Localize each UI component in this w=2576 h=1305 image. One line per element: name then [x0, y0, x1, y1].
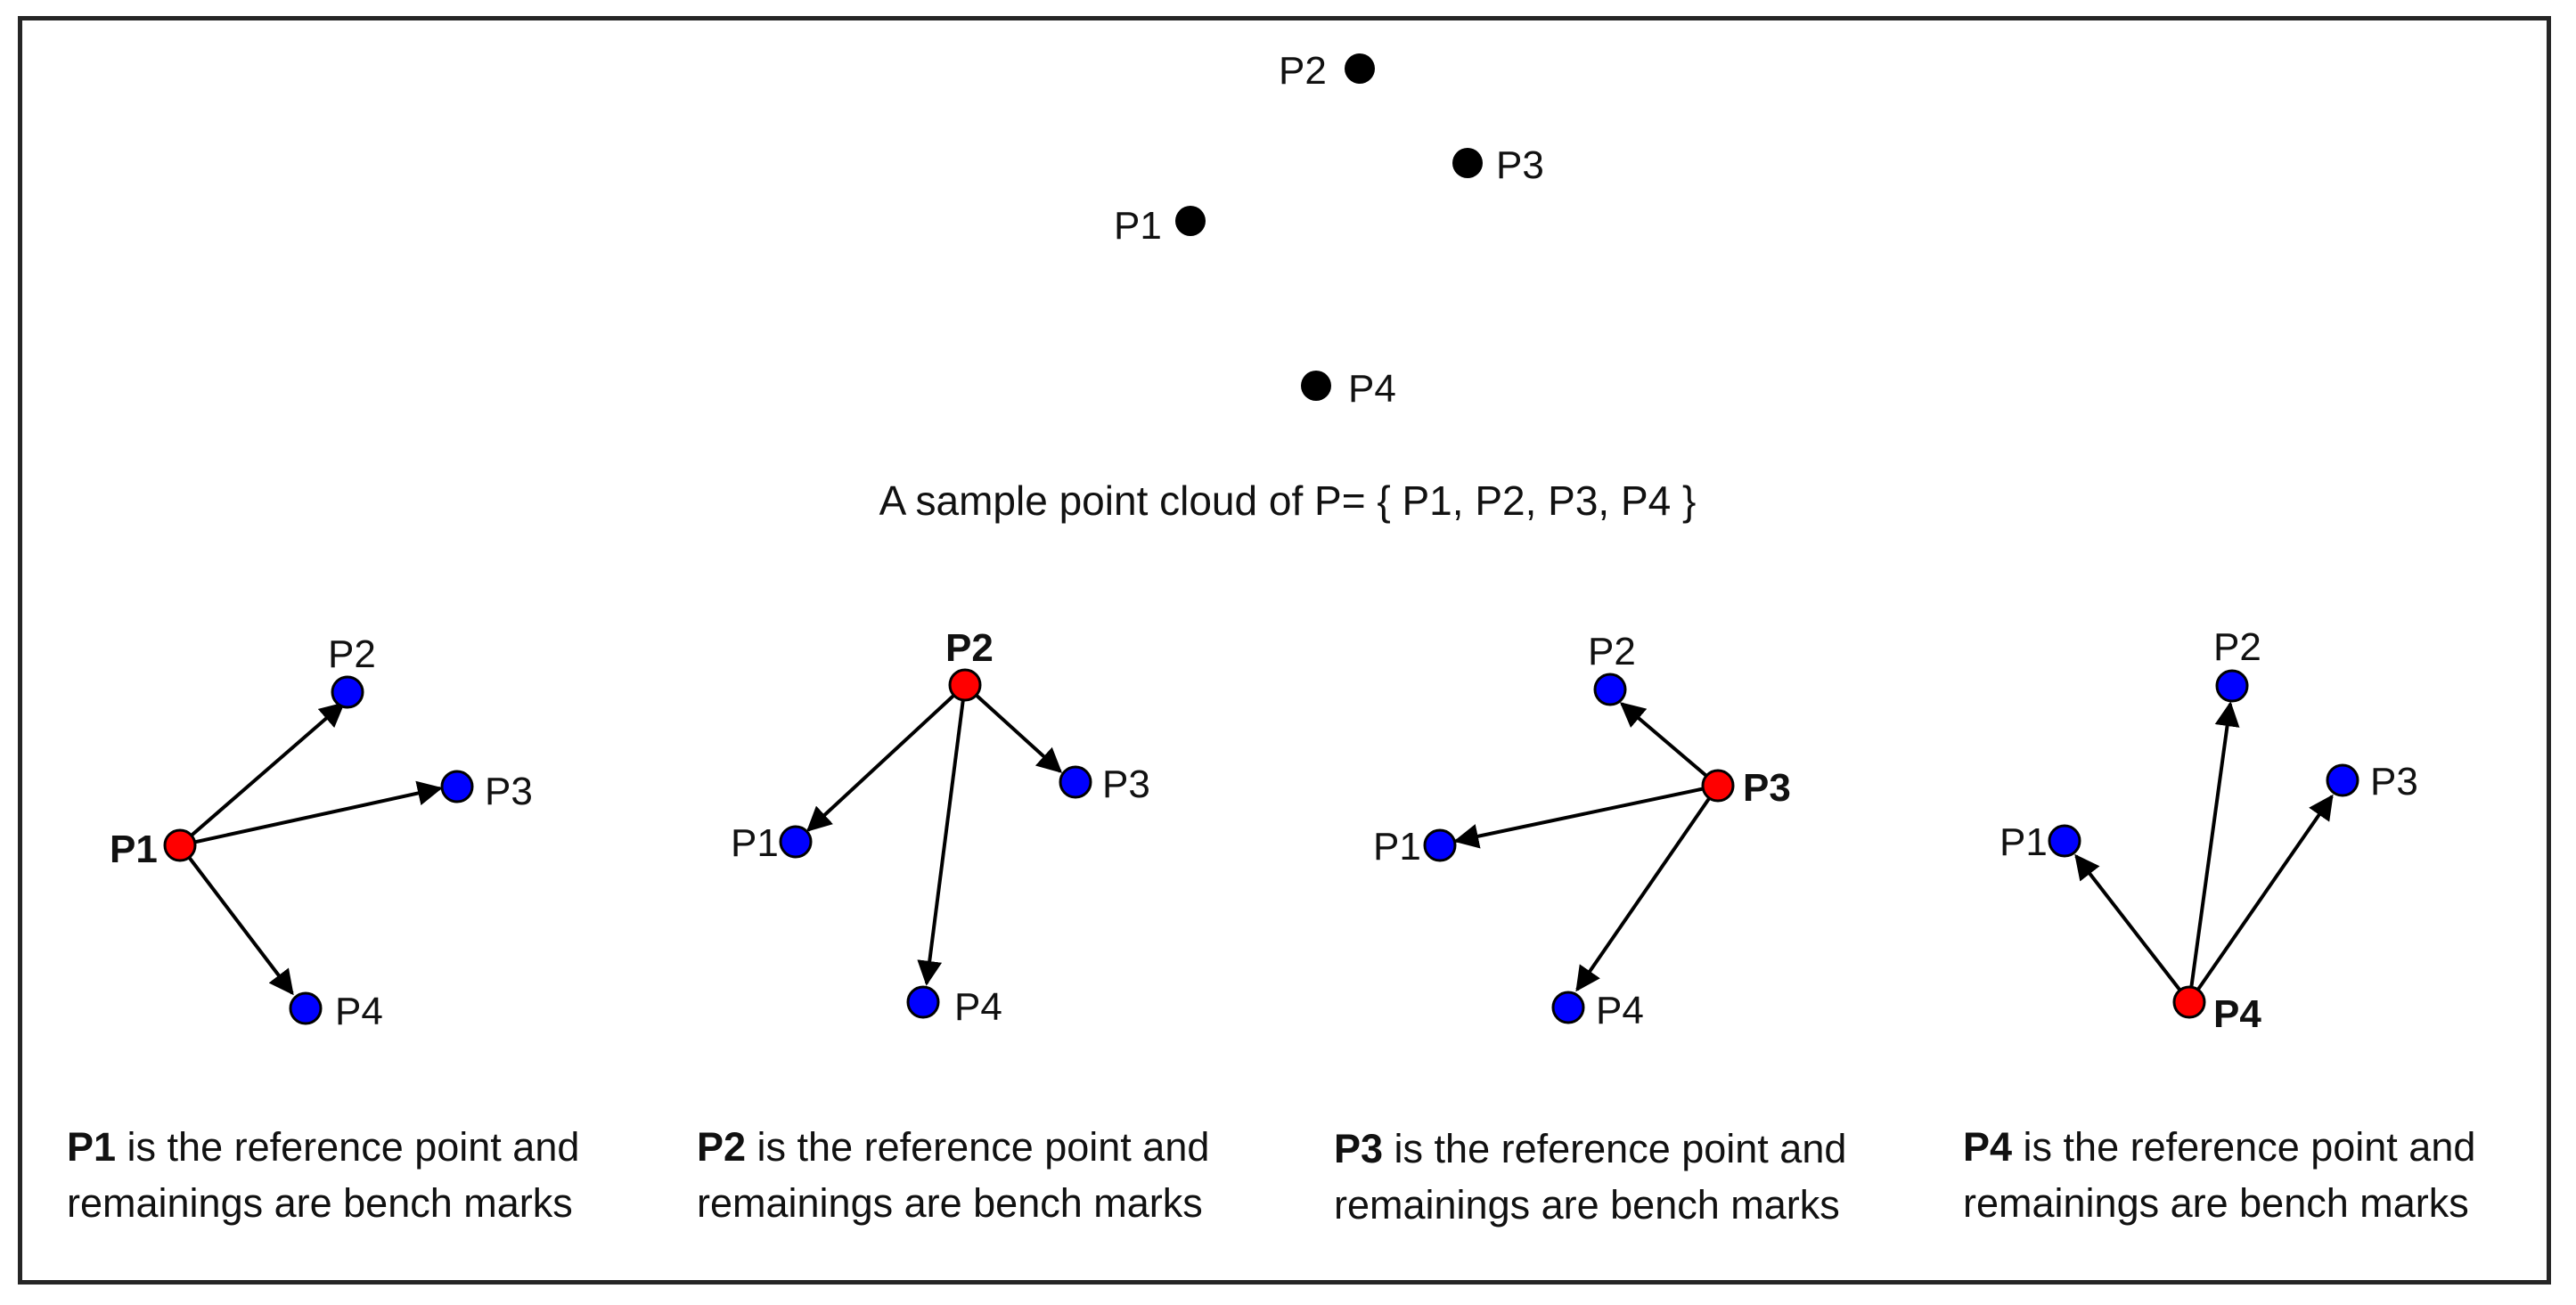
cloud-point-p3: [1452, 148, 1483, 178]
arrow-p2-to-p4: [917, 684, 967, 986]
bench-point-p3: [1059, 765, 1092, 799]
label-p2-reference: P2: [945, 626, 994, 670]
label-p4: P4: [335, 990, 383, 1033]
bench-point-p2: [331, 675, 364, 709]
cloud-point-p4: [1301, 371, 1331, 401]
diagram-frame: [18, 16, 2551, 1285]
bench-point-p4: [906, 985, 940, 1019]
label-p1: P1: [1373, 825, 1421, 869]
bench-point-p2: [1593, 673, 1627, 706]
label-p3: P3: [1102, 763, 1150, 806]
description-line1: is the reference point and: [1383, 1126, 1846, 1171]
reference-point-p1: [163, 828, 197, 862]
panel-description: P1 is the reference point and: [67, 1124, 579, 1170]
description-bold: P3: [1334, 1126, 1383, 1171]
panel-description-line2: remainings are bench marks: [67, 1180, 573, 1226]
description-bold: P1: [67, 1124, 116, 1170]
panel-p2-reference: P1 P3 P4 P2 P2 is the reference point an…: [697, 626, 1209, 1226]
label-p4: P4: [1596, 989, 1644, 1032]
arrow-p1-to-p4: [178, 844, 294, 996]
label-p2: P2: [1588, 630, 1636, 673]
panel-description: P3 is the reference point and: [1334, 1126, 1846, 1171]
label-p3: P3: [2370, 760, 2418, 803]
panel-p4-reference: P1 P2 P3 P4 P4 is the reference point an…: [1963, 625, 2475, 1226]
description-line1: is the reference point and: [116, 1124, 579, 1170]
label-p1-reference: P1: [110, 828, 158, 871]
arrow-p3-to-p1: [1453, 784, 1719, 849]
arrow-p2-to-p1: [806, 683, 967, 832]
arrow-p3-to-p4: [1575, 784, 1720, 992]
panel-description-line2: remainings are bench marks: [1963, 1180, 2469, 1226]
cloud-label-p1: P1: [1114, 204, 1162, 248]
bench-point-p3: [2326, 763, 2359, 797]
cloud-point-p2: [1345, 53, 1375, 84]
label-p4: P4: [954, 985, 1002, 1029]
panel-description: P2 is the reference point and: [697, 1124, 1209, 1170]
label-p3: P3: [485, 770, 533, 813]
reference-point-p2: [948, 668, 982, 702]
label-p1: P1: [1999, 820, 2048, 864]
bench-point-p3: [440, 770, 474, 803]
cloud-label-p4: P4: [1348, 367, 1396, 411]
bench-point-p4: [289, 991, 323, 1025]
label-p2: P2: [2213, 625, 2261, 669]
bench-point-p1: [779, 825, 813, 859]
bench-point-p1: [1423, 828, 1457, 862]
cloud-label-p2: P2: [1279, 49, 1327, 93]
description-line1: is the reference point and: [2012, 1124, 2475, 1170]
cloud-caption: A sample point cloud of P= { P1, P2, P3,…: [879, 477, 1697, 524]
label-p2: P2: [328, 632, 376, 676]
reference-point-p3: [1701, 769, 1735, 803]
bench-point-p2: [2215, 669, 2249, 703]
label-p4-reference: P4: [2213, 992, 2261, 1036]
panel-p1-reference: P2 P3 P4 P1 P1 is the reference point an…: [67, 632, 579, 1226]
arrow-p4-to-p1: [2074, 853, 2191, 1004]
arrow-p2-to-p3: [963, 683, 1063, 773]
panel-description-line2: remainings are bench marks: [697, 1180, 1203, 1226]
arrow-p4-to-p3: [2188, 794, 2334, 1004]
arrow-p3-to-p2: [1619, 702, 1720, 787]
sample-point-cloud: P2 P3 P1 P4 A sample point cloud of P= {…: [879, 49, 1697, 524]
label-p1: P1: [731, 821, 779, 865]
description-line1: is the reference point and: [746, 1124, 1209, 1170]
panel-p3-reference: P2 P1 P4 P3 P3 is the reference point an…: [1334, 630, 1846, 1228]
cloud-point-p1: [1175, 206, 1206, 236]
panel-description-line2: remainings are bench marks: [1334, 1182, 1840, 1228]
bench-point-p4: [1551, 991, 1585, 1024]
arrow-p1-to-p3: [179, 780, 443, 847]
description-bold: P4: [1963, 1124, 2012, 1170]
arrow-p1-to-p2: [178, 702, 346, 847]
label-p3-reference: P3: [1743, 766, 1791, 810]
reference-point-p4: [2172, 985, 2206, 1019]
panel-description: P4 is the reference point and: [1963, 1124, 2475, 1170]
description-bold: P2: [697, 1124, 746, 1170]
cloud-label-p3: P3: [1496, 143, 1544, 187]
arrow-p4-to-p2: [2188, 701, 2240, 1003]
bench-point-p1: [2048, 824, 2081, 858]
